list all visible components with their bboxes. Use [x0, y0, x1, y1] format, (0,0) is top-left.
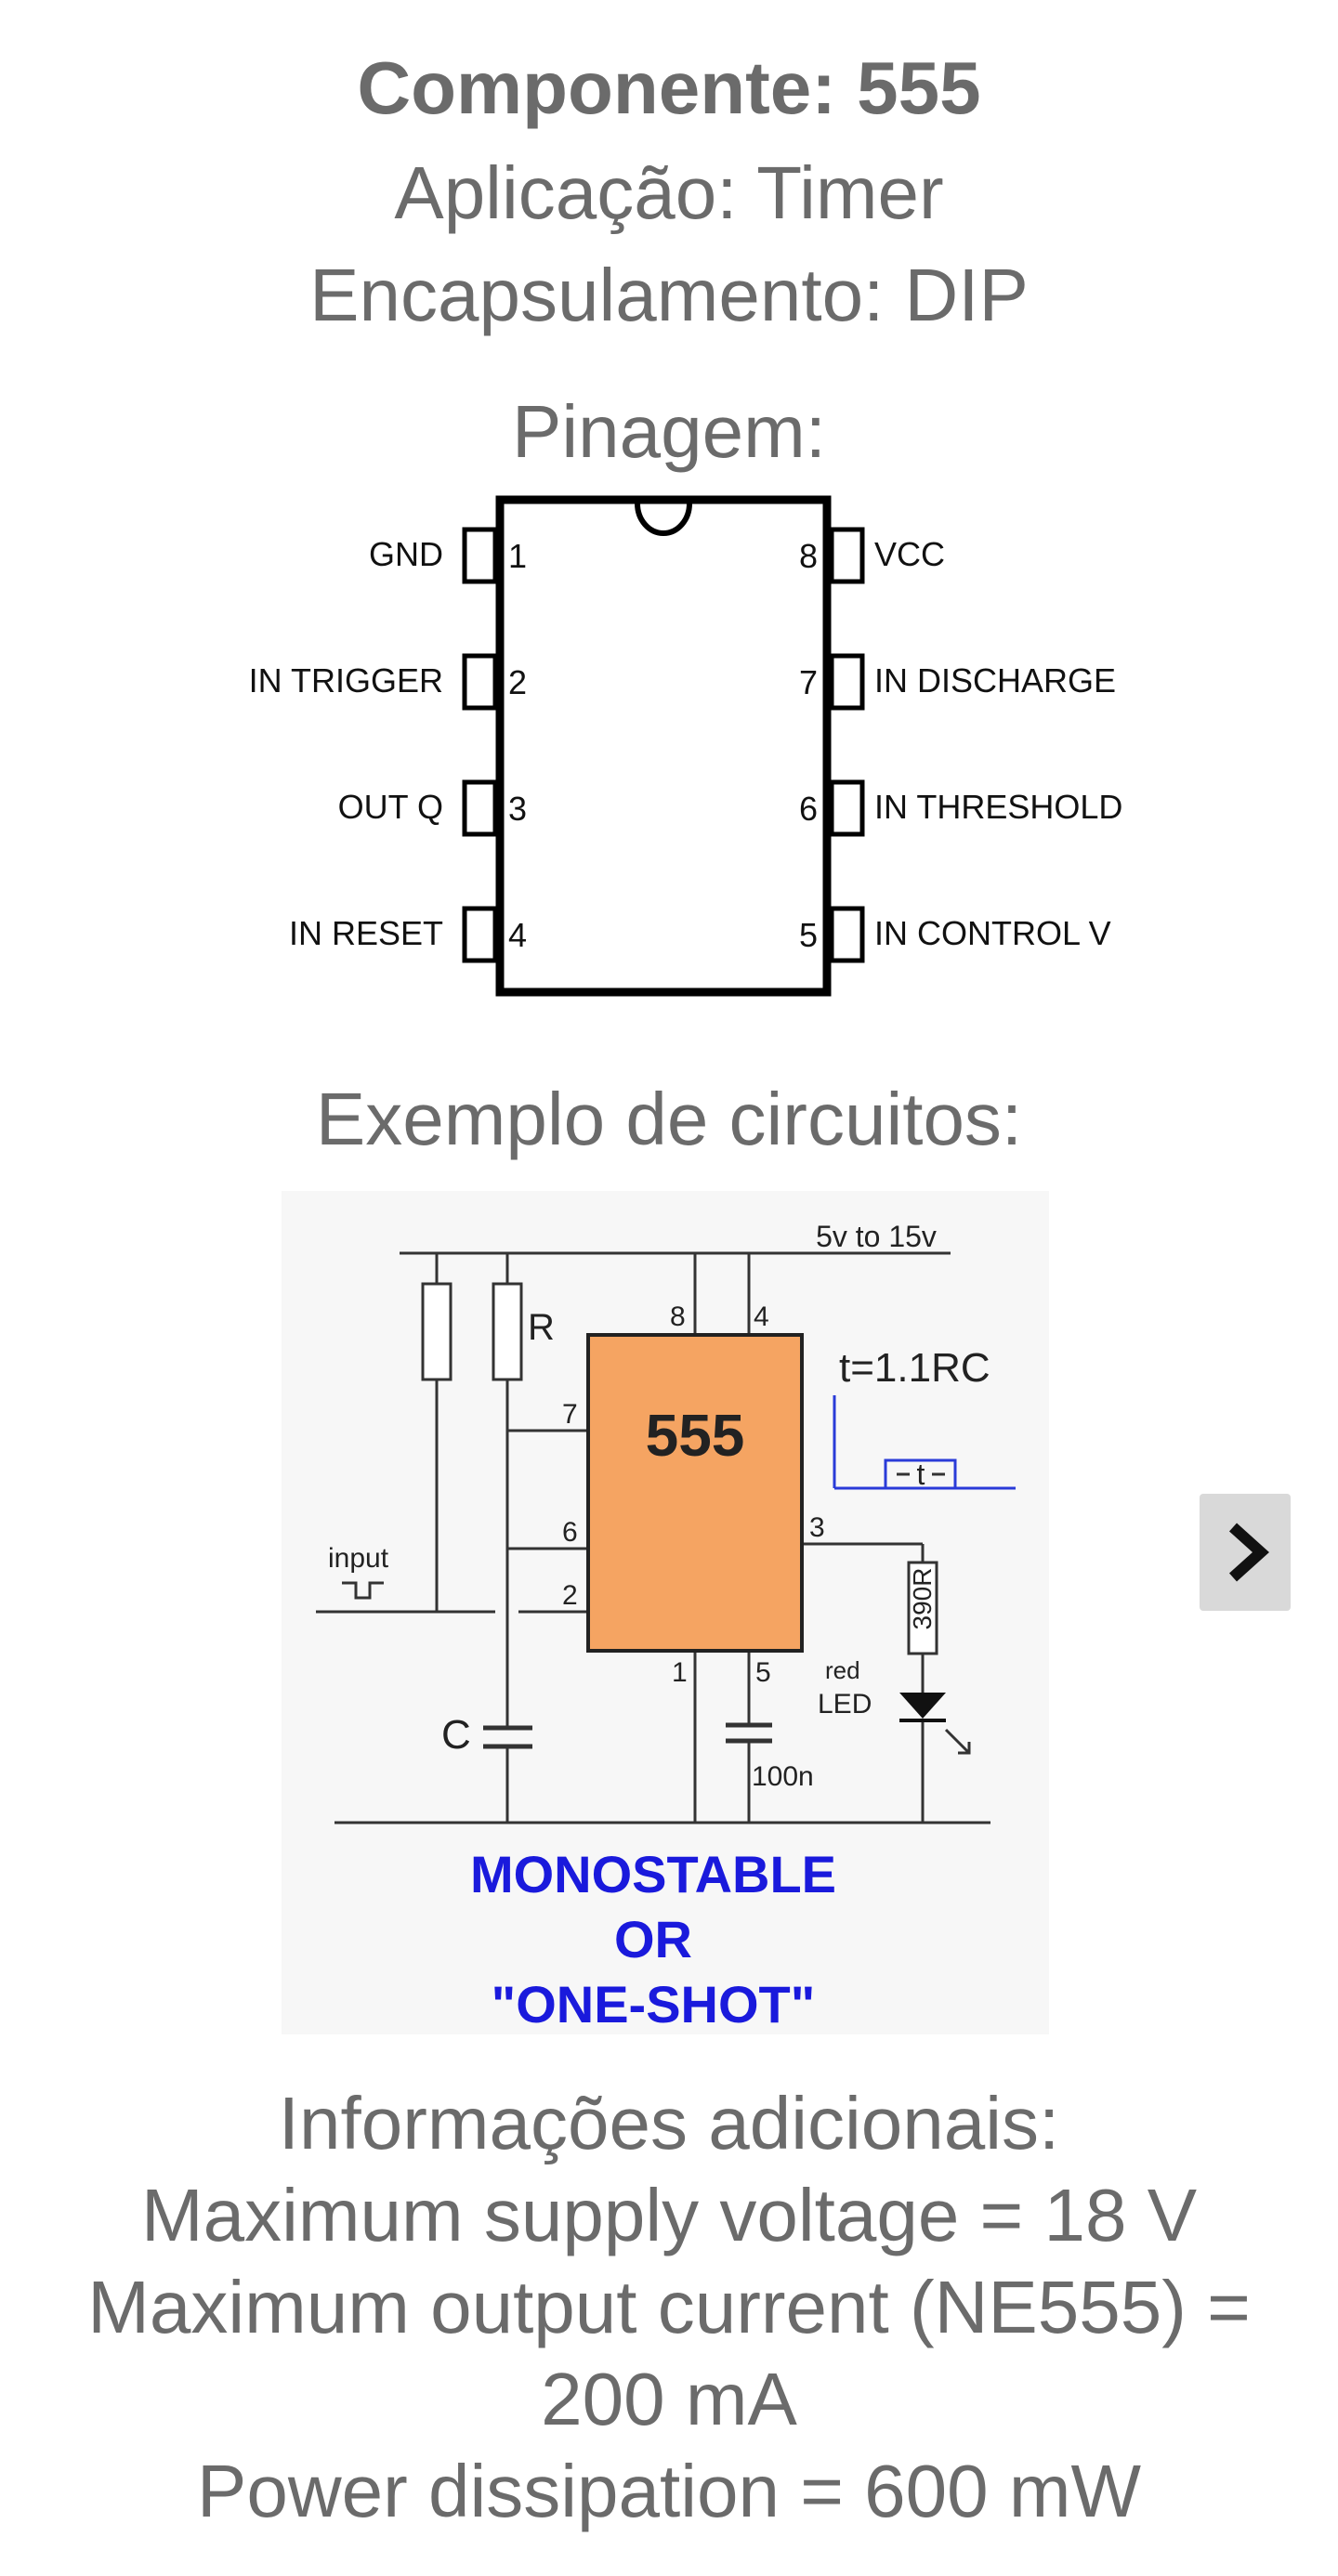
examples-heading: Exemplo de circuitos: — [315, 1078, 1023, 1160]
pin-2-lead — [462, 653, 498, 711]
package-text: Encapsulamento: DIP — [309, 254, 1029, 336]
circuit-pin-8: 8 — [670, 1301, 686, 1332]
pin-5-label: IN CONTROL V — [874, 914, 1111, 952]
component-title: Componente: 555 — [357, 46, 981, 129]
info-line: Maximum output current (NE555) = — [87, 2266, 1251, 2348]
resistor-r — [492, 1282, 523, 1381]
pin-3-label: OUT Q — [338, 788, 443, 826]
pin-6-lead — [829, 779, 865, 837]
next-circuit-button[interactable] — [1200, 1494, 1291, 1611]
pulse-t-label: t — [917, 1458, 925, 1491]
info-line: Power dissipation = 600 mW — [196, 2450, 1141, 2532]
pin-8-label: VCC — [874, 535, 945, 573]
circuit-pin-6: 6 — [562, 1517, 578, 1548]
info-line: 200 mA — [541, 2358, 797, 2440]
pin-7-label: IN DISCHARGE — [874, 661, 1116, 700]
pin-7-lead — [829, 653, 865, 711]
chevron-right-icon — [1228, 1523, 1269, 1582]
info-heading: Informações adicionais: — [278, 2082, 1060, 2164]
pin-6-number: 6 — [799, 790, 818, 828]
led-resistor-label: 390R — [908, 1568, 937, 1630]
pin-5-number: 5 — [799, 916, 818, 954]
chip-label: 555 — [646, 1402, 745, 1469]
circuit-pin-5: 5 — [755, 1657, 771, 1688]
circuit-pin-4: 4 — [754, 1301, 769, 1332]
pin-3-number: 3 — [508, 790, 527, 828]
led-label-red: red — [825, 1656, 860, 1684]
circuit-pin-3: 3 — [809, 1512, 825, 1543]
pin-1-number: 1 — [508, 537, 527, 575]
circuit-example-image: 555 5v to 15v R C t=1.1RC t input 390R r… — [282, 1191, 1049, 2034]
pin-3-lead — [462, 779, 498, 837]
pin-6-label: IN THRESHOLD — [874, 788, 1122, 826]
pin-2-label: IN TRIGGER — [249, 661, 443, 700]
pin-8-number: 8 — [799, 537, 818, 575]
pin-4-label: IN RESET — [289, 914, 443, 952]
capacitor-c-label: C — [441, 1712, 471, 1758]
pin-1-label: GND — [369, 535, 443, 573]
caption-or: OR — [614, 1910, 692, 1968]
caption-monostable: MONOSTABLE — [470, 1845, 836, 1903]
supply-label: 5v to 15v — [816, 1220, 937, 1253]
pinout-diagram: 1 2 3 4 8 7 6 5 GND IN TRIGGER OUT Q IN … — [249, 495, 1122, 997]
chip-555 — [586, 1333, 804, 1653]
pin-1-lead — [462, 527, 498, 584]
pin-7-number: 7 — [799, 663, 818, 701]
ic-notch — [635, 503, 692, 536]
pin-8-lead — [829, 527, 865, 584]
ic-body — [495, 495, 832, 997]
pin-5-lead — [829, 906, 865, 963]
circuit-pin-2: 2 — [562, 1580, 578, 1611]
resistor-r-label: R — [528, 1307, 555, 1348]
formula-label: t=1.1RC — [839, 1345, 990, 1391]
circuit-pin-7: 7 — [562, 1399, 578, 1430]
led-label-led: LED — [818, 1689, 872, 1720]
info-line: Maximum supply voltage = 18 V — [140, 2174, 1198, 2256]
circuit-pin-1: 1 — [672, 1657, 688, 1688]
led-symbol — [899, 1693, 946, 1719]
cap-100n-label: 100n — [752, 1761, 814, 1792]
pin-4-number: 4 — [508, 916, 527, 954]
application-text: Aplicação: Timer — [394, 151, 944, 234]
pin-4-lead — [462, 906, 498, 963]
caption-one-shot: "ONE-SHOT" — [492, 1975, 816, 2033]
resistor-1 — [421, 1282, 453, 1381]
pinout-heading: Pinagem: — [512, 390, 826, 473]
pin-2-number: 2 — [508, 663, 527, 701]
input-label: input — [328, 1543, 389, 1574]
